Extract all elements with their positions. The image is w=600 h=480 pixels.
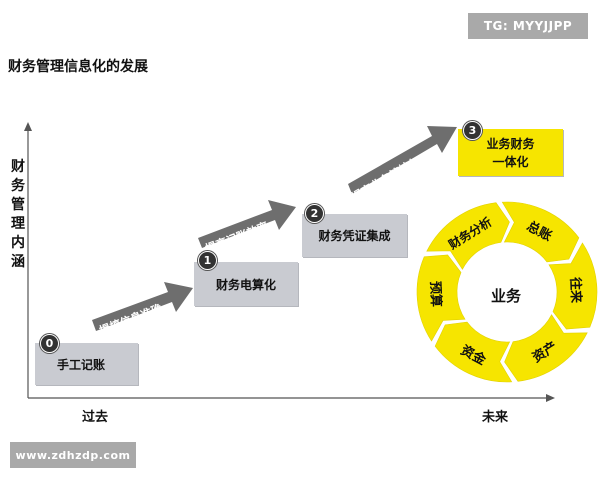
- cycle-segment-4: [504, 314, 588, 382]
- step-badge-3: 3: [463, 121, 482, 140]
- step-label-3-line1: 业务财务: [486, 136, 535, 151]
- step-box-1: 财务电算化: [194, 262, 298, 306]
- x-axis-arrowhead: [546, 394, 555, 402]
- x-axis-label-future: 未来: [482, 410, 509, 425]
- step-label-1: 财务电算化: [215, 277, 276, 292]
- watermark-top: TG: MYYJJPP: [468, 13, 588, 39]
- arrow-to-step-3: [348, 126, 457, 194]
- step-label-2: 财务凭证集成: [318, 229, 391, 243]
- cycle-segment-5: [434, 321, 513, 383]
- cycle-center-label: 业务: [491, 287, 522, 305]
- y-axis-label: 财务管理内涵: [11, 159, 25, 270]
- cycle-segment-6: [416, 254, 466, 342]
- arrow-to-step-2: [198, 200, 296, 248]
- watermark-bottom: www.zdhzdp.com: [10, 442, 136, 468]
- step-label-3-line2: 一体化: [492, 154, 529, 169]
- step-label-0: 手工记账: [57, 357, 106, 372]
- step-badge-1: 1: [198, 251, 217, 270]
- y-axis-arrowhead: [24, 122, 32, 131]
- cycle-segment-3: [548, 242, 598, 330]
- cycle-segment-2: [501, 201, 580, 263]
- cycle-segment-label-3: 往来: [567, 276, 583, 303]
- step-badge-2: 2: [305, 204, 324, 223]
- diagram-title: 财务管理信息化的发展: [8, 59, 148, 75]
- step-badge-0: 0: [40, 334, 59, 353]
- cycle-segment-1: [426, 202, 510, 270]
- cycle-segment-label-6: 预算: [427, 281, 443, 308]
- arrow-to-step-1: [92, 282, 193, 331]
- x-axis-label-past: 过去: [82, 410, 109, 425]
